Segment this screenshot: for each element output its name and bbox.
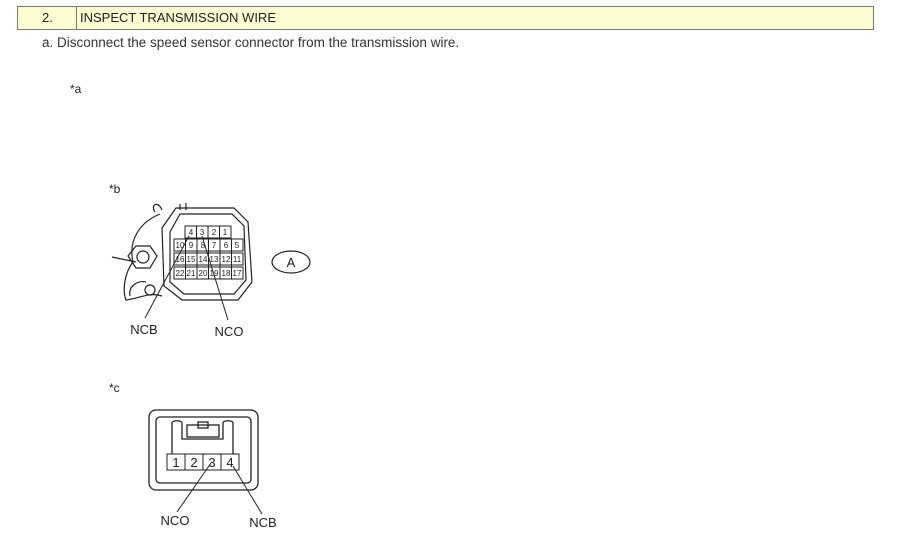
pin-b-r3-4: 13: [210, 255, 219, 264]
pin-c-1: 1: [172, 455, 179, 470]
step-number: 2.: [18, 7, 77, 29]
figure-label-a: *a: [70, 82, 82, 96]
pin-c-2: 2: [190, 455, 197, 470]
connector-c-pin-grid: [166, 453, 240, 471]
pin-b-r1-2: 3: [200, 228, 205, 237]
pin-b-r4-2: 21: [187, 269, 196, 278]
pin-b-r4-4: 19: [210, 269, 219, 278]
pin-b-r4-5: 18: [222, 269, 231, 278]
figure-label-c: *c: [109, 381, 120, 395]
connector-b-label-nco: NCO: [215, 324, 244, 339]
pin-b-r2-5: 6: [224, 241, 229, 250]
pin-b-r4-1: 22: [176, 269, 185, 278]
pin-b-r2-2: 9: [189, 241, 194, 250]
callout-a-oval: [271, 250, 311, 274]
instruction-text: a. Disconnect the speed sensor connector…: [42, 35, 460, 50]
callout-a-label: A: [287, 255, 296, 270]
leader-b-nco: [201, 235, 229, 321]
pin-b-r4-6: 17: [233, 269, 242, 278]
connector-c-body: [148, 409, 259, 491]
connector-b-body: [111, 203, 253, 301]
leader-c-nco: [176, 462, 212, 513]
pin-b-r3-5: 12: [222, 255, 231, 264]
pin-b-r1-3: 2: [212, 228, 217, 237]
connector-c-label-ncb: NCB: [249, 515, 276, 530]
step-header: 2. INSPECT TRANSMISSION WIRE: [17, 6, 874, 30]
pin-b-r1-1: 4: [189, 228, 194, 237]
pin-b-r3-1: 16: [176, 255, 185, 264]
leader-b-ncb: [144, 235, 190, 319]
pin-b-r1-4: 1: [223, 228, 228, 237]
pin-c-4: 4: [226, 455, 233, 470]
pin-b-r2-6: 5: [235, 241, 240, 250]
pin-b-r2-3: 8: [201, 241, 206, 250]
pin-b-r3-3: 14: [199, 255, 208, 264]
pin-b-r2-4: 7: [212, 241, 217, 250]
pin-b-r3-2: 15: [187, 255, 196, 264]
step-title: INSPECT TRANSMISSION WIRE: [80, 10, 276, 25]
connector-b-label-ncb: NCB: [130, 322, 157, 337]
pin-b-r2-1: 10: [176, 241, 185, 250]
pin-b-r3-6: 11: [233, 255, 242, 264]
connector-c-label-nco: NCO: [161, 513, 190, 528]
pin-c-3: 3: [208, 455, 215, 470]
figure-label-b: *b: [109, 182, 121, 196]
leader-c-ncb: [232, 465, 263, 515]
pin-b-r4-3: 20: [199, 269, 208, 278]
